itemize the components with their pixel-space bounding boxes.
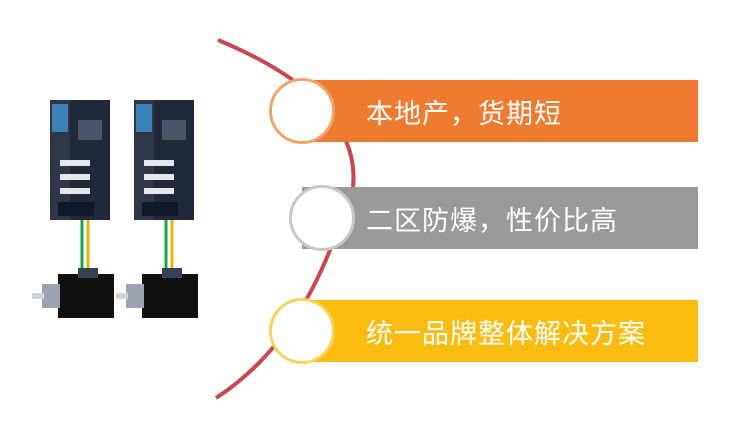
feature-bullet-circle [269,78,335,144]
feature-label: 本地产，货期短 [366,98,562,130]
feature-bullet-circle [269,298,335,364]
feature-banner-unified-solution: 统一品牌整体解决方案 [302,300,698,362]
feature-bullet-circle [289,185,355,251]
servo-motor-icon [32,268,114,318]
servo-drive-icon [50,100,110,220]
feature-label: 二区防爆，性价比高 [366,205,618,237]
servo-drive-icon [134,100,194,220]
servo-product-illustration [32,100,198,318]
feature-banner-local-production: 本地产，货期短 [302,80,698,142]
feature-label: 统一品牌整体解决方案 [366,318,646,350]
servo-motor-icon [116,268,198,318]
feature-banner-explosion-proof: 二区防爆，性价比高 [302,187,698,249]
